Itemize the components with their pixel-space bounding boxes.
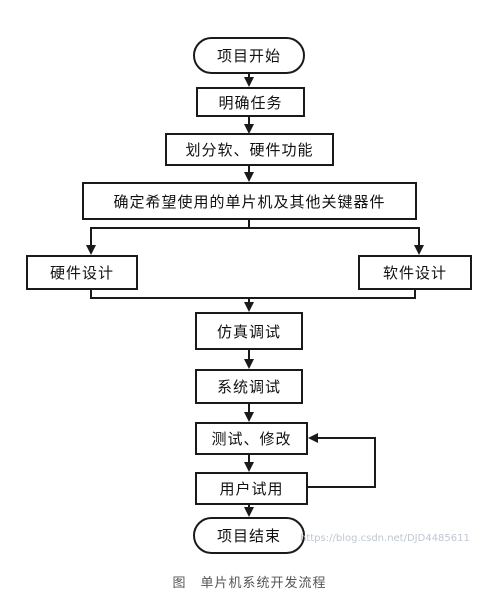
flow-connectors xyxy=(86,74,424,517)
node-end: 项目结束 xyxy=(193,517,305,554)
node-split-hw-sw-label: 划分软、硬件功能 xyxy=(185,141,314,159)
node-system-debug-label: 系统调试 xyxy=(216,378,281,396)
node-choose-parts: 确定希望使用的单片机及其他关键器件 xyxy=(82,182,417,220)
node-simulate: 仿真调试 xyxy=(195,312,303,350)
figure-caption: 图单片机系统开发流程 xyxy=(0,572,499,591)
loop-back-arrow xyxy=(308,433,376,488)
node-user-trial-label: 用户试用 xyxy=(219,480,284,498)
node-system-debug: 系统调试 xyxy=(195,369,303,404)
node-sw-design: 软件设计 xyxy=(358,255,472,290)
node-sw-design-label: 软件设计 xyxy=(382,264,447,282)
node-define-task-label: 明确任务 xyxy=(218,93,283,112)
node-choose-parts-label: 确定希望使用的单片机及其他关键器件 xyxy=(113,192,386,211)
node-start-label: 项目开始 xyxy=(216,47,281,65)
node-test-modify-label: 测试、修改 xyxy=(211,430,292,448)
figure-title: 单片机系统开发流程 xyxy=(200,576,327,591)
merge-hw-sw xyxy=(90,290,416,299)
arrow-choose-to-sw xyxy=(249,227,424,255)
node-start: 项目开始 xyxy=(193,37,305,74)
flowchart: 项目开始 明确任务 划分软、硬件功能 确定希望使用的单片机及其他关键器件 硬件设… xyxy=(26,37,472,554)
node-simulate-label: 仿真调试 xyxy=(216,322,281,341)
arrow-choose-to-hw xyxy=(86,220,250,255)
node-split-hw-sw: 划分软、硬件功能 xyxy=(165,133,334,166)
node-hw-design: 硬件设计 xyxy=(26,255,138,290)
node-define-task: 明确任务 xyxy=(196,87,305,117)
figure-label: 图 xyxy=(172,576,187,591)
node-end-label: 项目结束 xyxy=(216,527,281,545)
node-test-modify: 测试、修改 xyxy=(195,422,308,455)
node-user-trial: 用户试用 xyxy=(195,472,308,505)
watermark: https://blog.csdn.net/DJD4485611 xyxy=(300,533,470,544)
node-hw-design-label: 硬件设计 xyxy=(49,264,114,282)
